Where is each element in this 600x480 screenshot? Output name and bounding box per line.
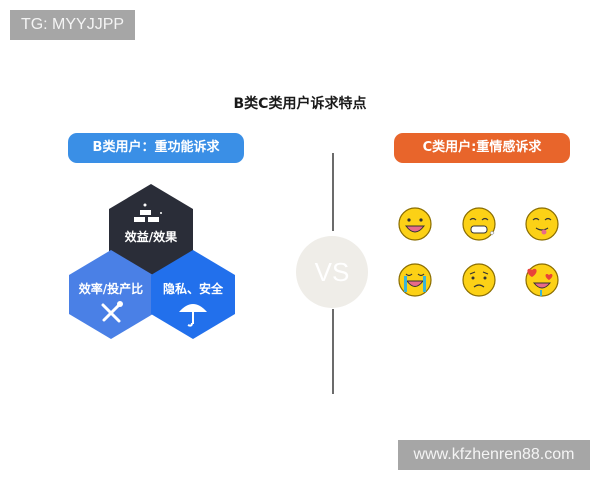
watermark-top: TG: MYYJJPP [10,10,135,40]
hexagon-privacy-label: 隐私、安全 [162,282,223,296]
hexagon-privacy [151,250,235,339]
c-user-label: C类用户:重情感诉求 [394,133,570,163]
umbrella-icon [179,304,207,327]
gold-bars-icon [134,203,162,222]
watermark-bottom: www.kfzhenren88.com [398,440,590,470]
hexagon-efficiency [69,250,153,339]
b-user-label: B类用户：重功能诉求 [68,133,244,163]
hexagon-effect [109,184,193,284]
hexagon-effect-label: 效益/效果 [124,230,178,244]
tools-icon [101,301,123,323]
divider-bottom [332,309,334,394]
heart-eyes-emoji-icon [525,263,559,297]
grinning-teeth-emoji-icon [462,207,496,241]
page-title: B类C类用户诉求特点 [233,96,367,112]
hexagon-efficiency-label: 效率/投产比 [78,282,144,296]
tongue-out-emoji-icon [525,207,559,241]
worried-emoji-icon [462,263,496,297]
vs-badge: VS [296,236,368,308]
crying-laughing-emoji-icon [398,263,432,297]
divider-top [332,153,334,231]
laughing-emoji-icon [398,207,432,241]
